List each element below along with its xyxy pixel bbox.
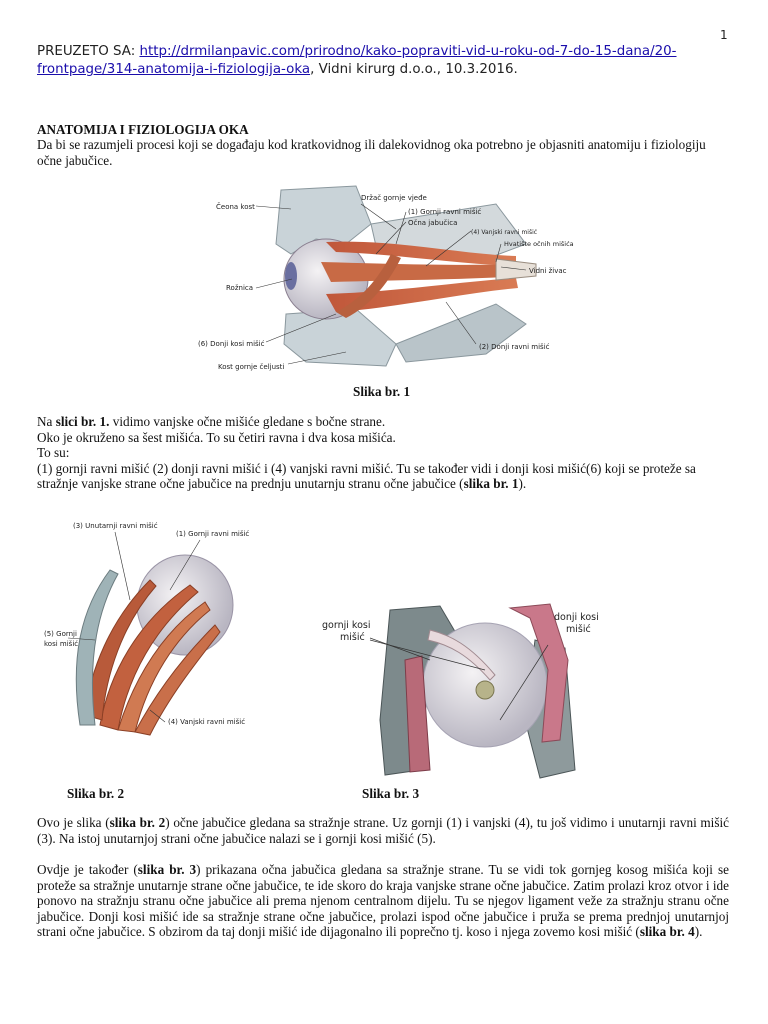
label-hvatiste: Hvatište očnih mišića (504, 240, 574, 248)
label-gornji-kosi-a: gornji kosi (322, 620, 370, 631)
para3-text: Ovdje je također ( (37, 862, 138, 877)
para1-line-3: To su: (37, 445, 70, 460)
figure-2-caption: Slika br. 2 (67, 786, 125, 801)
label-donji-kosi: (6) Donji kosi mišić (198, 340, 265, 348)
para1-end: ). (518, 476, 527, 491)
label-unutarnji-ravni: (3) Unutarnji ravni mišić (73, 522, 158, 530)
para1-line-2: Oko je okruženo sa šest mišića. To su če… (37, 429, 396, 445)
para1-text-cont: vidimo vanjske očne mišiće gledane s boč… (109, 414, 386, 429)
page-number: 1 (720, 28, 728, 42)
paragraph-figure-3: Ovdje je također (slika br. 3) prikazana… (37, 862, 729, 940)
para2-ref-bold: slika br. 2 (109, 815, 166, 830)
intro-paragraph: Da bi se razumjeli procesi koji se događ… (37, 137, 706, 168)
label-drzac: Držač gornje vjeđe (361, 194, 427, 202)
label-gornji-ravni-2: (1) Gornji ravni mišić (176, 530, 249, 538)
paragraph-figure-1: Na slici br. 1. vidimo vanjske očne miši… (37, 414, 737, 492)
para2-text-cont: ) očne jabučice gledana sa stražnje stra… (37, 815, 729, 846)
para3-end: ). (694, 924, 703, 939)
para3-ref-bold-2: slika br. 4 (639, 924, 695, 939)
figure-3-superior-oblique: gornji kosi mišić donji kosi mišić (310, 600, 610, 780)
para3-ref-bold: slika br. 3 (137, 862, 197, 877)
label-gornji-kosi-1: (5) Gornji (44, 630, 77, 638)
para1-text: Na (37, 414, 56, 429)
para1-line-1: Na slici br. 1. vidimo vanjske očne miši… (37, 414, 737, 430)
label-gornji-ravni: (1) Gornji ravni mišić (408, 208, 481, 216)
source-suffix: , Vidni kirurg d.o.o., 10.3.2016. (310, 62, 518, 77)
source-line: PREUZETO SA: http://drmilanpavic.com/pri… (37, 43, 737, 79)
paragraph-figure-2: Ovo je slika (slika br. 2) očne jabučice… (37, 815, 729, 846)
label-gornji-kosi-b: mišić (340, 632, 365, 643)
figure-1-eye-lateral: Čeona kost Držač gornje vjeđe (1) Gornji… (198, 184, 574, 376)
figure-3-caption: Slika br. 3 (362, 786, 420, 801)
label-donji-ravni: (2) Donji ravni mišić (479, 343, 550, 351)
source-link[interactable]: http://drmilanpavic.com/prirodno/kako-po… (37, 44, 677, 77)
para2-text: Ovo je slika ( (37, 815, 110, 830)
page-title: ANATOMIJA I FIZIOLOGIJA OKA (37, 122, 249, 137)
figure-1-caption: Slika br. 1 (353, 384, 411, 399)
label-vidni-zivac: Vidni živac (529, 267, 567, 275)
label-kost-celjusti: Kost gornje čeljusti (218, 363, 284, 371)
label-gornji-kosi-2: kosi mišić (44, 640, 78, 648)
figure-2-eye-posterior: (3) Unutarnji ravni mišić (1) Gornji rav… (40, 510, 252, 748)
para1-list-text: (1) gornji ravni mišić (2) donji ravni m… (37, 460, 696, 492)
para1-line-4: (1) gornji ravni mišić (2) donji ravni m… (37, 461, 737, 492)
label-vanjski-ravni-2: (4) Vanjski ravni mišić (168, 718, 245, 726)
para3-text-cont: ) prikazana očna jabučica gledana sa str… (37, 862, 729, 939)
label-vanjski-ravni: (4) Vanjski ravni mišić (471, 229, 537, 236)
label-roznica: Rožnica (226, 284, 253, 292)
source-prefix: PREUZETO SA: (37, 44, 140, 59)
para1-ref-bold: slika br. 1 (463, 476, 519, 491)
label-ocna-jabucica: Očna jabučica (408, 219, 457, 227)
label-donji-kosi-a: donji kosi (554, 612, 599, 623)
para1-bold-ref: slici br. 1. (55, 414, 110, 429)
label-donji-kosi-b: mišić (566, 624, 591, 635)
label-ceona-kost: Čeona kost (216, 202, 255, 211)
